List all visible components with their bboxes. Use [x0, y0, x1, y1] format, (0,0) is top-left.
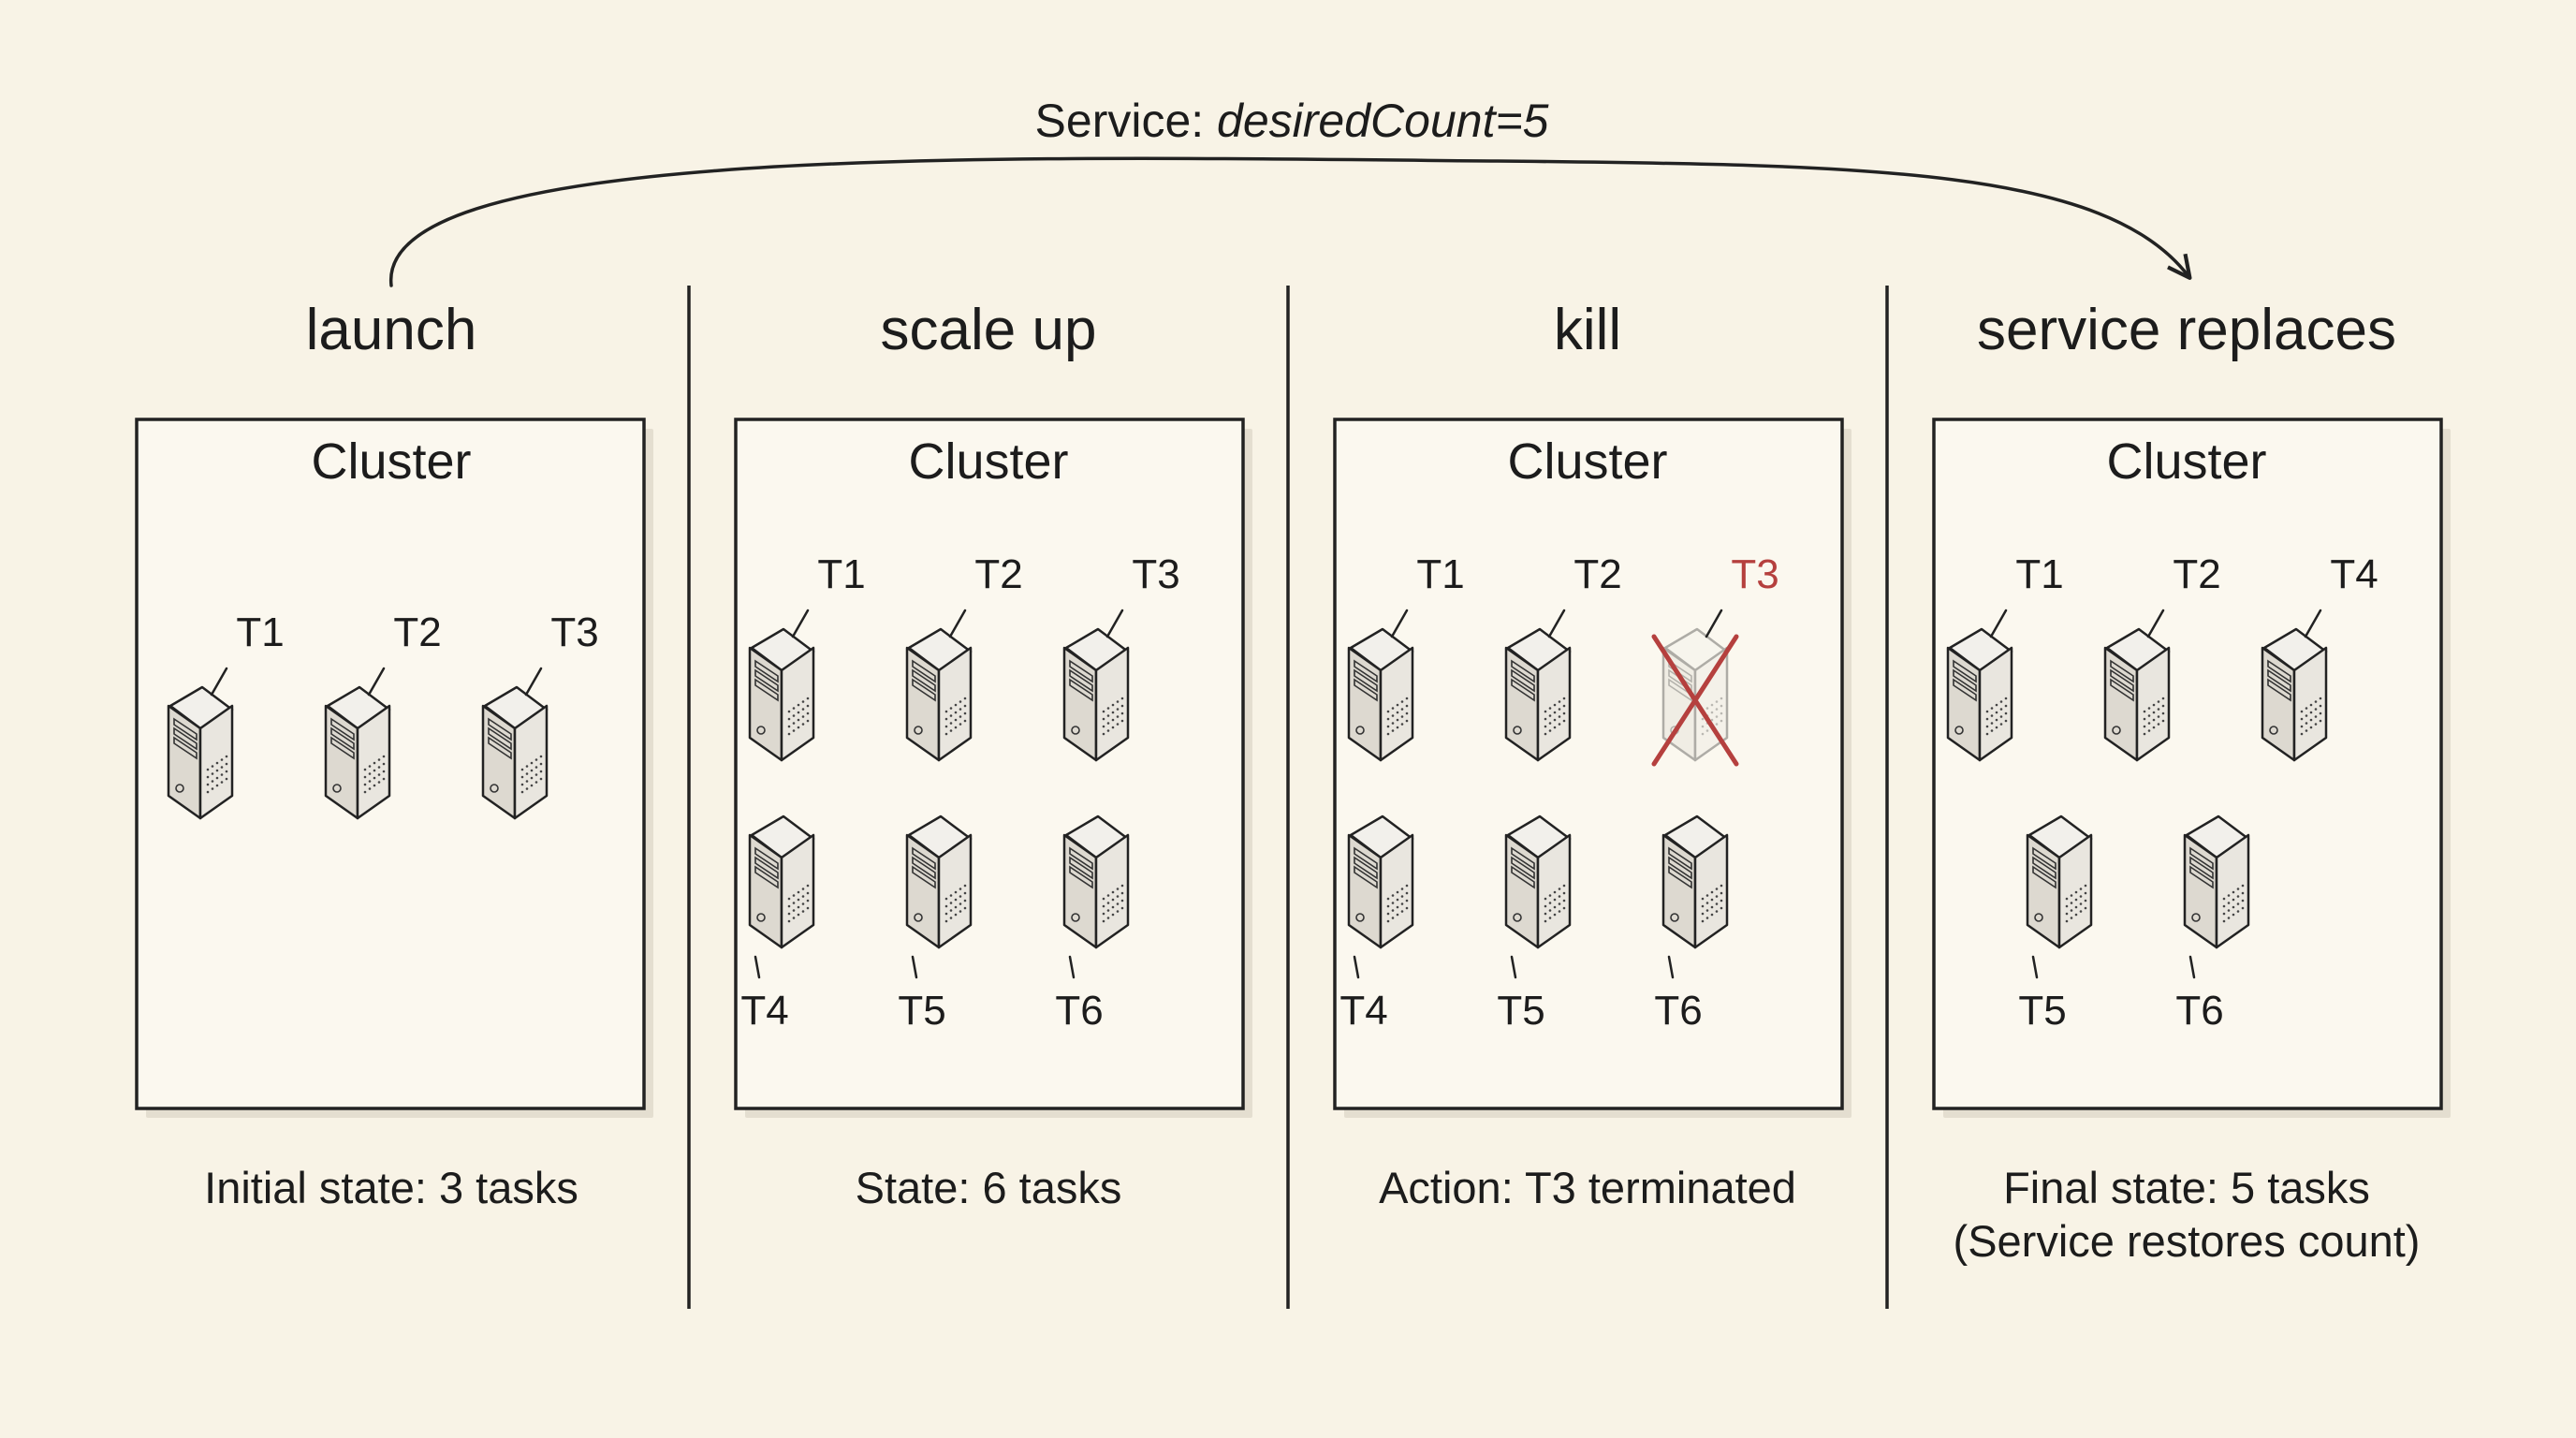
task-leader-line [1667, 955, 1675, 979]
task-leader-line [1547, 609, 1566, 638]
task-server-T2 [324, 667, 391, 820]
cluster-title: Cluster [908, 433, 1069, 490]
task-leader-line [367, 667, 386, 697]
caption-line: Final state: 5 tasks [2003, 1163, 2370, 1212]
task-label-T6: T6 [1654, 988, 1703, 1034]
task-leader-line [1989, 609, 2008, 638]
stage-caption: Final state: 5 tasks(Service restores co… [1954, 1161, 2421, 1269]
task-label-T3: T3 [550, 609, 599, 655]
task-leader-line [911, 955, 918, 979]
stage-title: scale up [880, 298, 1097, 362]
task-server-T4 [1347, 814, 1414, 979]
task-label-T3: T3 [1731, 551, 1779, 597]
task-label-T1: T1 [1416, 551, 1465, 597]
task-leader-line [754, 955, 761, 979]
task-server-T3 [1062, 609, 1130, 762]
task-leader-line [791, 609, 810, 638]
cluster-box [1932, 418, 2443, 1110]
task-server-T6 [1661, 814, 1729, 979]
caption-line: (Service restores count) [1953, 1216, 2421, 1267]
task-label-T2: T2 [393, 609, 442, 655]
cluster-title: Cluster [2106, 433, 2267, 490]
task-label-T6: T6 [1055, 988, 1104, 1034]
task-label-T4: T4 [740, 988, 789, 1034]
task-label-T1: T1 [236, 609, 285, 655]
task-label-T5: T5 [1497, 988, 1545, 1034]
stage-panel-3 [1932, 418, 2451, 1118]
cluster-title: Cluster [311, 433, 472, 490]
stage-caption: State: 6 tasks [855, 1163, 1122, 1212]
task-server-T2 [905, 609, 973, 762]
task-leader-line [2304, 609, 2322, 638]
task-leader-line [1510, 955, 1517, 979]
stage-caption: Initial state: 3 tasks [204, 1163, 578, 1212]
task-server-T1 [167, 667, 234, 820]
task-leader-line [948, 609, 967, 638]
task-label-T6: T6 [2175, 988, 2224, 1034]
task-server-T5 [905, 814, 973, 979]
task-server-T6 [1062, 814, 1130, 979]
stage-panel-0 [135, 418, 653, 1118]
task-server-T1 [748, 609, 815, 762]
cluster-box [734, 418, 1245, 1110]
task-server-T5 [2026, 814, 2093, 979]
task-server-T6 [2183, 814, 2250, 979]
task-server-T3 [1651, 609, 1739, 767]
task-leader-line [524, 667, 543, 697]
task-server-T2 [1504, 609, 1572, 762]
task-leader-line [1353, 955, 1360, 979]
task-label-T3: T3 [1132, 551, 1180, 597]
task-leader-line [2031, 955, 2039, 979]
cluster-title: Cluster [1507, 433, 1668, 490]
task-server-T3 [481, 667, 549, 820]
task-label-T4: T4 [2330, 551, 2378, 597]
stage-panel-2 [1333, 418, 1852, 1118]
stage-caption: Action: T3 terminated [1379, 1163, 1796, 1212]
task-label-T2: T2 [1573, 551, 1622, 597]
task-leader-line [1705, 609, 1723, 638]
task-leader-line [1105, 609, 1124, 638]
task-leader-line [1068, 955, 1076, 979]
task-server-T4 [748, 814, 815, 979]
stage-title: kill [1553, 298, 1622, 362]
task-server-T1 [1347, 609, 1414, 762]
terminated-cross-stroke [1651, 634, 1739, 767]
task-server-T1 [1946, 609, 2013, 762]
service-arrow [389, 156, 2192, 287]
task-leader-line [2188, 955, 2196, 979]
service-label-expression: desiredCount=5 [1217, 95, 1549, 147]
task-leader-line [2146, 609, 2165, 638]
cluster-box [1333, 418, 1844, 1110]
task-server-T2 [2103, 609, 2171, 762]
task-leader-line [210, 667, 228, 697]
task-label-T1: T1 [817, 551, 866, 597]
service-label-prefix: Service: [1034, 95, 1218, 147]
service-desired-count-label: Service: desiredCount=5 [1035, 97, 1549, 144]
task-label-T5: T5 [2018, 988, 2067, 1034]
task-label-T5: T5 [898, 988, 946, 1034]
task-server-T5 [1504, 814, 1572, 979]
task-label-T1: T1 [2015, 551, 2064, 597]
stage-panel-1 [734, 418, 1252, 1118]
task-label-T2: T2 [974, 551, 1023, 597]
task-server-T4 [2261, 609, 2328, 762]
task-leader-line [1390, 609, 1409, 638]
task-label-T4: T4 [1339, 988, 1388, 1034]
task-label-T2: T2 [2173, 551, 2221, 597]
stage-title: service replaces [1977, 298, 2396, 362]
stage-title: launch [305, 298, 477, 362]
